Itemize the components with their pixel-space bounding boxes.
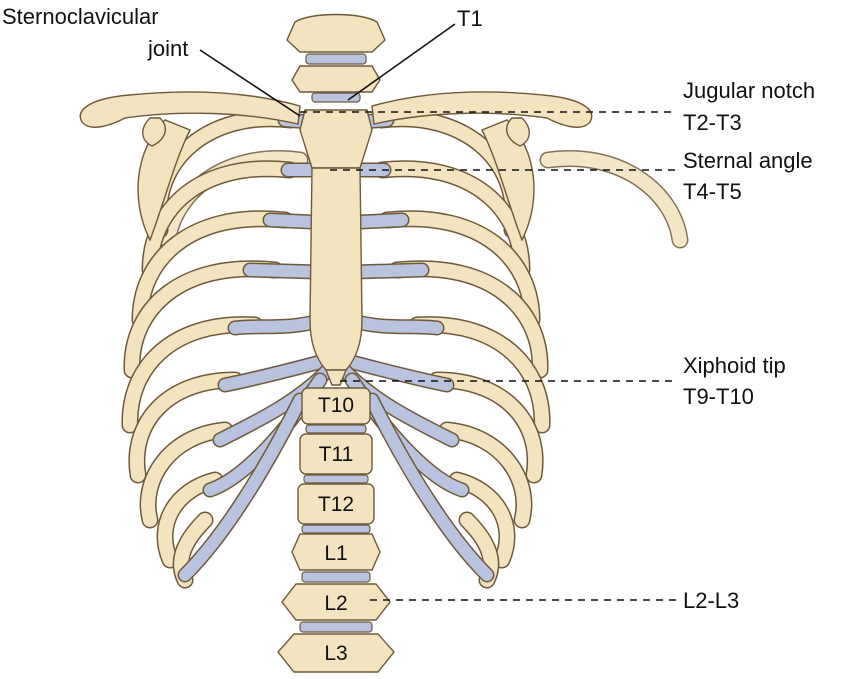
vertebra-label-l2: L2 <box>324 592 347 615</box>
vertebra-label-t10: T10 <box>318 394 354 417</box>
t9-t10-label: T9-T10 <box>683 384 754 409</box>
vertebra-label-t12: T12 <box>318 493 354 516</box>
vertebra-label-l1: L1 <box>324 542 347 565</box>
sternoclavicular-label-line1: Sternoclavicular <box>2 4 159 29</box>
vertebra-label-t11: T11 <box>319 443 354 466</box>
sternoclavicular-label-line2: joint <box>147 36 188 61</box>
t1-label: T1 <box>457 6 483 31</box>
vertebra-label-l3: L3 <box>324 642 347 665</box>
sternum <box>300 110 372 385</box>
t4-t5-label: T4-T5 <box>683 179 742 204</box>
xiphoid-tip-label: Xiphoid tip <box>683 353 786 378</box>
jugular-notch-label: Jugular notch <box>683 78 815 103</box>
t2-t3-label: T2-T3 <box>683 110 742 135</box>
vertebral-column <box>278 388 394 672</box>
sternal-angle-label: Sternal angle <box>683 148 813 173</box>
l2-l3-label: L2-L3 <box>683 588 739 613</box>
upper-vertebrae <box>287 15 385 103</box>
